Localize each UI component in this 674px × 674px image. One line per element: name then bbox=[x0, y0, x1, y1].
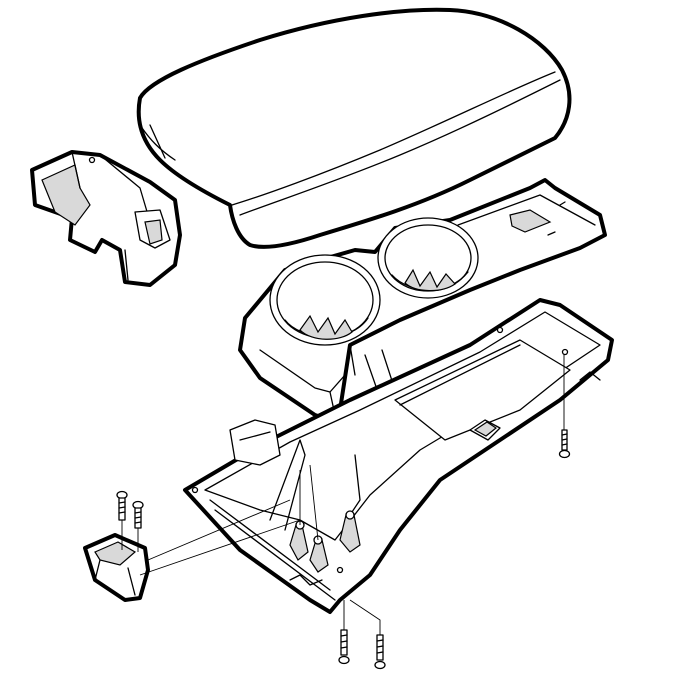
screw-icon bbox=[558, 429, 571, 459]
base-frame bbox=[183, 298, 614, 614]
cup-holder-tray bbox=[238, 178, 607, 422]
screw-icon bbox=[374, 634, 386, 670]
screw-icon bbox=[338, 629, 350, 665]
screw-icon bbox=[132, 500, 144, 529]
end-cap bbox=[30, 150, 182, 287]
screws bbox=[116, 429, 571, 670]
screw-icon bbox=[116, 490, 128, 521]
leader-lines bbox=[121, 355, 565, 635]
latch-bracket bbox=[83, 533, 150, 602]
armrest-lid bbox=[136, 7, 572, 249]
